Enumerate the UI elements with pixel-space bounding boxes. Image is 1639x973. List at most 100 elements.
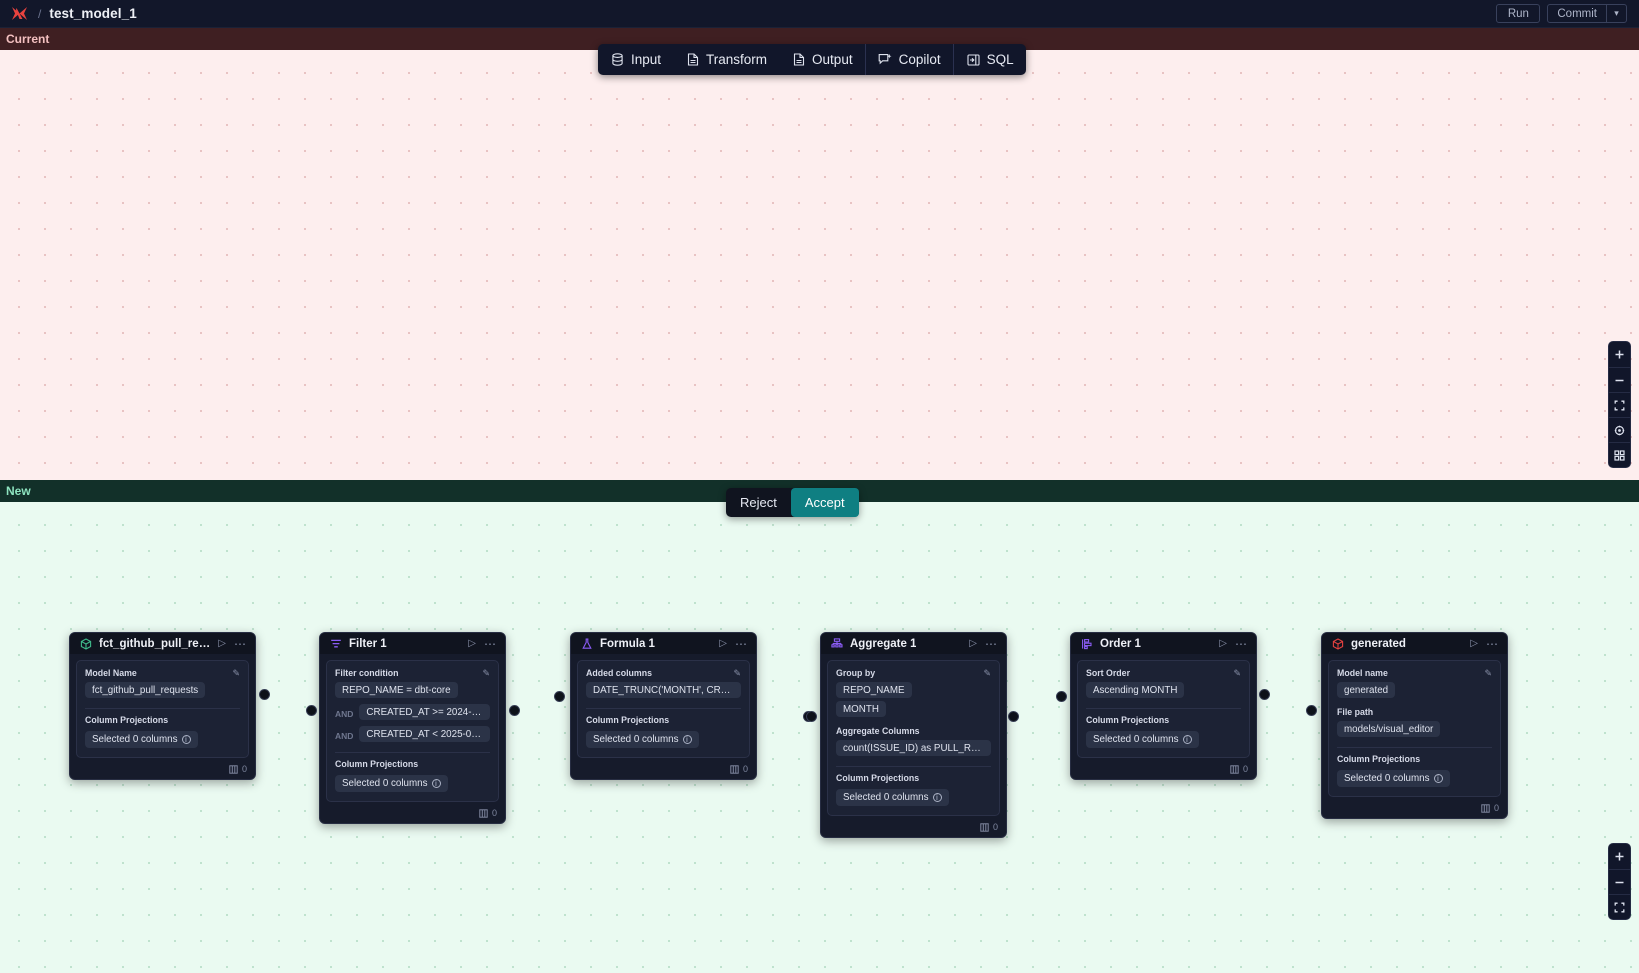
fit-to-screen-icon[interactable]: [1609, 894, 1630, 919]
value-chip[interactable]: models/visual_editor: [1337, 721, 1441, 737]
more-options-icon[interactable]: ⋯: [484, 636, 497, 651]
field-label: Sort Order: [1086, 668, 1130, 678]
node-output-port[interactable]: [259, 689, 270, 700]
run-node-icon[interactable]: ▷: [719, 638, 727, 649]
diff-decision-bar: Reject Accept: [726, 488, 859, 517]
node-footer: 0: [571, 764, 756, 779]
value-chip[interactable]: REPO_NAME: [836, 682, 912, 698]
node-input-port[interactable]: [806, 711, 817, 722]
node-generated[interactable]: generated ▷ ⋯ Model name ✎ generated Fil…: [1321, 632, 1508, 819]
more-options-icon[interactable]: ⋯: [234, 636, 247, 651]
node-footer: 0: [1322, 803, 1507, 818]
node-aggregate-1[interactable]: Aggregate 1 ▷ ⋯ Group by ✎ REPO_NAME MON…: [820, 632, 1007, 838]
node-input-port[interactable]: [1056, 691, 1067, 702]
node-output-port[interactable]: [1008, 711, 1019, 722]
info-icon[interactable]: i: [682, 735, 692, 744]
info-icon[interactable]: i: [1433, 774, 1443, 783]
run-node-icon[interactable]: ▷: [468, 638, 476, 649]
node-row-count: 0: [742, 764, 748, 774]
field-label: Filter condition: [335, 668, 399, 678]
toolbar-item-output[interactable]: Output: [779, 44, 865, 75]
plus-icon[interactable]: [1609, 844, 1630, 869]
toolbar-item-copilot[interactable]: Copilot: [864, 44, 953, 75]
node-fct-github-pull-requests[interactable]: fct_github_pull_requests ▷ ⋯ Model Name …: [69, 632, 256, 780]
value-chip[interactable]: count(ISSUE_ID) as PULL_REQUEST_...: [836, 740, 991, 756]
node-input-port[interactable]: [554, 691, 565, 702]
minus-icon[interactable]: [1609, 367, 1630, 392]
minus-icon[interactable]: [1609, 869, 1630, 894]
butterfly-logo-icon[interactable]: [8, 4, 30, 24]
commit-button[interactable]: Commit: [1557, 7, 1597, 20]
node-header-actions: ▷ ⋯: [1219, 636, 1248, 651]
run-button[interactable]: Run: [1496, 4, 1541, 23]
toolbar-item-sql[interactable]: SQL: [952, 44, 1026, 75]
field-filter-condition: Filter condition ✎: [335, 668, 490, 682]
node-header-actions: ▷ ⋯: [468, 636, 497, 651]
filter-condition-row: REPO_NAME = dbt-core: [335, 682, 490, 701]
condition-chip[interactable]: REPO_NAME = dbt-core: [335, 682, 458, 698]
more-options-icon[interactable]: ⋯: [735, 636, 748, 651]
condition-chip[interactable]: CREATED_AT >= 2024-12-01: [359, 704, 490, 720]
info-icon[interactable]: i: [932, 793, 942, 802]
info-icon[interactable]: i: [1182, 735, 1192, 744]
toolbar-label-output: Output: [812, 52, 853, 67]
edit-pencil-icon[interactable]: ✎: [1233, 668, 1241, 678]
more-options-icon[interactable]: ⋯: [1486, 636, 1499, 651]
value-chip[interactable]: DATE_TRUNC('MONTH', CREATED_AT...: [586, 682, 741, 698]
column-projections-chip[interactable]: Selected 0 columns i: [1337, 770, 1450, 787]
fit-to-screen-icon[interactable]: [1609, 392, 1630, 417]
edit-pencil-icon[interactable]: ✎: [482, 668, 490, 678]
top-bar: / test_model_1 Run Commit ▾: [0, 0, 1639, 28]
node-footer: 0: [70, 764, 255, 779]
toolbar-item-input[interactable]: Input: [598, 44, 673, 75]
chevron-down-icon[interactable]: ▾: [1606, 5, 1626, 22]
node-input-port[interactable]: [1306, 705, 1317, 716]
edit-pencil-icon[interactable]: ✎: [1484, 668, 1492, 678]
node-header: Filter 1 ▷ ⋯: [320, 633, 505, 654]
column-projections-chip[interactable]: Selected 0 columns i: [586, 731, 699, 748]
node-output-port[interactable]: [1259, 689, 1270, 700]
run-node-icon[interactable]: ▷: [218, 638, 226, 649]
column-projections-chip[interactable]: Selected 0 columns i: [1086, 731, 1199, 748]
node-input-port[interactable]: [306, 705, 317, 716]
plus-icon[interactable]: [1609, 342, 1630, 367]
column-projections-chip[interactable]: Selected 0 columns i: [836, 789, 949, 806]
document-icon: [791, 52, 806, 67]
value-chip[interactable]: fct_github_pull_requests: [85, 682, 206, 698]
edit-pencil-icon[interactable]: ✎: [983, 668, 991, 678]
condition-chip[interactable]: CREATED_AT < 2025-03-01: [359, 726, 490, 742]
grid-layout-icon[interactable]: [1609, 442, 1630, 467]
aggregate-icon: [830, 637, 843, 650]
more-options-icon[interactable]: ⋯: [1235, 636, 1248, 651]
more-options-icon[interactable]: ⋯: [985, 636, 998, 651]
lock-target-icon[interactable]: [1609, 417, 1630, 442]
value-chip[interactable]: MONTH: [836, 701, 886, 717]
reject-button[interactable]: Reject: [740, 495, 777, 510]
value-chip[interactable]: generated: [1337, 682, 1396, 698]
divider: [1086, 708, 1241, 709]
run-node-icon[interactable]: ▷: [969, 638, 977, 649]
accept-button[interactable]: Accept: [790, 488, 859, 517]
node-header: Aggregate 1 ▷ ⋯: [821, 633, 1006, 654]
field-label: Model name: [1337, 668, 1388, 678]
toolbar-item-transform[interactable]: Transform: [673, 44, 779, 75]
run-node-icon[interactable]: ▷: [1470, 638, 1478, 649]
node-output-port[interactable]: [509, 705, 520, 716]
current-canvas-panel[interactable]: [0, 28, 1639, 480]
table-columns-icon: [479, 808, 488, 818]
info-icon[interactable]: i: [181, 735, 191, 744]
node-header: Formula 1 ▷ ⋯: [571, 633, 756, 654]
edit-pencil-icon[interactable]: ✎: [232, 668, 240, 678]
column-projections-chip[interactable]: Selected 0 columns i: [335, 775, 448, 792]
node-order-1[interactable]: Order 1 ▷ ⋯ Sort Order ✎ Ascending MONTH…: [1070, 632, 1257, 780]
field-label-column-projections: Column Projections: [586, 715, 670, 725]
value-chip[interactable]: Ascending MONTH: [1086, 682, 1185, 698]
field-label-column-projections: Column Projections: [335, 759, 419, 769]
run-node-icon[interactable]: ▷: [1219, 638, 1227, 649]
info-icon[interactable]: i: [431, 779, 441, 788]
column-projections-chip[interactable]: Selected 0 columns i: [85, 731, 198, 748]
node-formula-1[interactable]: Formula 1 ▷ ⋯ Added columns ✎ DATE_TRUNC…: [570, 632, 757, 780]
node-filter-1[interactable]: Filter 1 ▷ ⋯ Filter condition ✎ REPO_NAM…: [319, 632, 506, 824]
edit-pencil-icon[interactable]: ✎: [733, 668, 741, 678]
